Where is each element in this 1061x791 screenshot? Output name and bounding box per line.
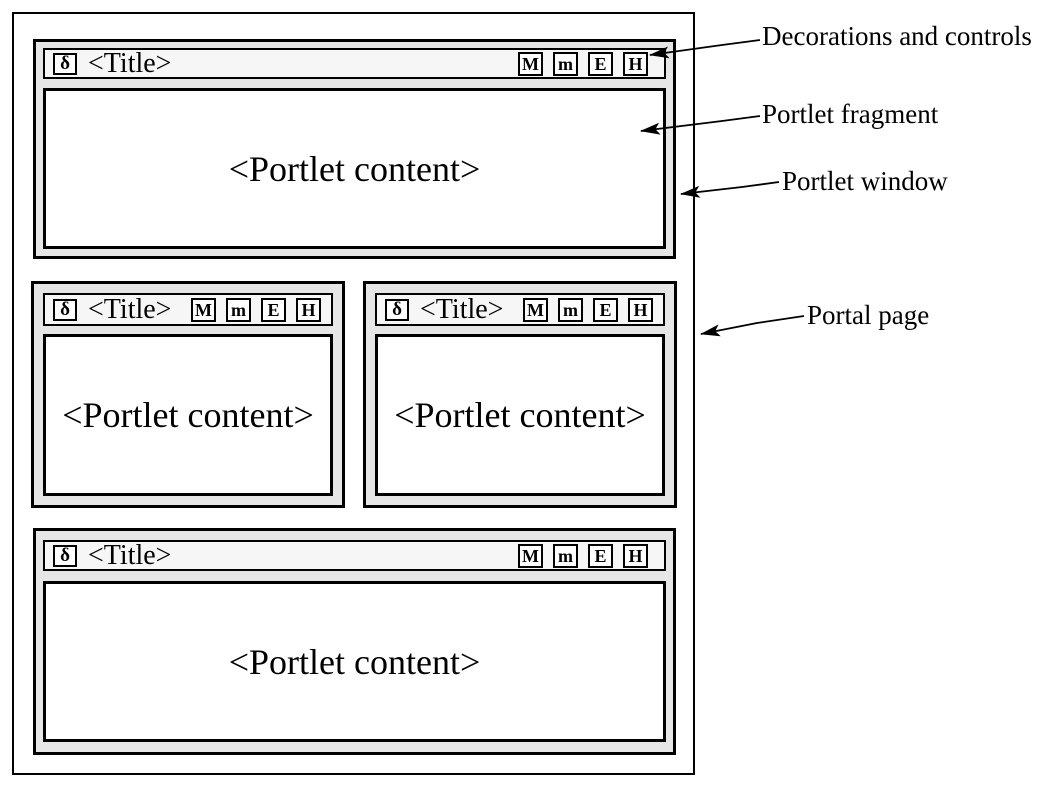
- maximize-button[interactable]: M: [191, 297, 216, 322]
- minimize-button[interactable]: m: [553, 51, 578, 76]
- portlet-window-middle-right: δ <Title> M m E H <Portlet content>: [363, 281, 677, 508]
- edit-button[interactable]: E: [588, 543, 613, 568]
- portlet-titlebar: δ <Title> M m E H: [43, 48, 666, 79]
- portlet-content: <Portlet content>: [43, 88, 666, 249]
- portlet-title: <Title>: [88, 539, 172, 571]
- help-button[interactable]: H: [623, 51, 648, 76]
- portlet-content: <Portlet content>: [43, 581, 666, 742]
- maximize-button[interactable]: M: [518, 543, 543, 568]
- help-button[interactable]: H: [623, 543, 648, 568]
- annotation-portlet-fragment: Portlet fragment: [762, 99, 939, 129]
- minimize-button[interactable]: m: [226, 297, 251, 322]
- minimize-button[interactable]: m: [553, 543, 578, 568]
- arrow-portal-page: [700, 315, 805, 337]
- portlet-titlebar: δ <Title> M m E H: [375, 293, 665, 326]
- portlet-controls: M m E H: [191, 297, 321, 322]
- portlet-titlebar: δ <Title> M m E H: [43, 293, 333, 326]
- minimize-button[interactable]: m: [558, 297, 583, 322]
- edit-button[interactable]: E: [593, 297, 618, 322]
- portlet-titlebar: δ <Title> M m E H: [43, 540, 666, 571]
- edit-button[interactable]: E: [588, 51, 613, 76]
- portlet-title: <Title>: [88, 47, 172, 79]
- portlet-window-middle-left: δ <Title> M m E H <Portlet content>: [31, 281, 345, 508]
- portlet-content: <Portlet content>: [43, 334, 333, 496]
- edit-button[interactable]: E: [261, 297, 286, 322]
- portlet-icon: δ: [385, 298, 409, 321]
- portlet-controls: M m E H: [523, 297, 653, 322]
- portlet-icon: δ: [53, 52, 77, 75]
- annotation-portlet-window: Portlet window: [782, 166, 948, 196]
- portlet-content: <Portlet content>: [375, 334, 665, 496]
- portlet-icon: δ: [53, 298, 77, 321]
- portlet-window-bottom: δ <Title> M m E H <Portlet content>: [33, 528, 676, 755]
- maximize-button[interactable]: M: [523, 297, 548, 322]
- portlet-window-top: δ <Title> M m E H <Portlet content>: [33, 39, 676, 259]
- annotation-portal-page: Portal page: [807, 300, 930, 330]
- portlet-controls: M m E H: [518, 51, 648, 76]
- portlet-controls: M m E H: [518, 543, 648, 568]
- portlet-icon: δ: [53, 544, 77, 567]
- annotation-decorations-and-controls: Decorations and controls: [762, 21, 1032, 51]
- arrow-portlet-window: [680, 181, 780, 198]
- help-button[interactable]: H: [628, 297, 653, 322]
- help-button[interactable]: H: [296, 297, 321, 322]
- maximize-button[interactable]: M: [518, 51, 543, 76]
- portal-page: δ <Title> M m E H <Portlet content> δ <T…: [12, 12, 695, 775]
- portlet-title: <Title>: [88, 293, 172, 325]
- portlet-title: <Title>: [420, 293, 504, 325]
